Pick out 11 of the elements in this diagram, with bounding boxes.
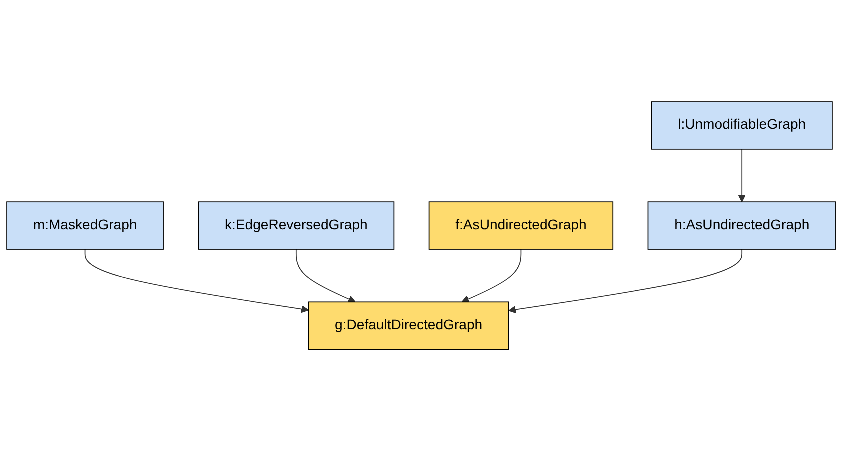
arrow: [462, 249, 522, 304]
node-box: h:AsUndirectedGraph: [648, 202, 836, 250]
node-box: m:MaskedGraph: [6, 202, 164, 250]
node-box: f:AsUndirectedGraph: [428, 202, 614, 250]
arrow: [296, 249, 356, 304]
node-box: k:EdgeReversedGraph: [198, 202, 395, 250]
arrow: [84, 249, 310, 314]
node-box: g:DefaultDirectedGraph: [308, 302, 510, 350]
node-box: l:UnmodifiableGraph: [651, 102, 833, 150]
arrow: [508, 249, 743, 314]
arrow: [738, 149, 746, 203]
